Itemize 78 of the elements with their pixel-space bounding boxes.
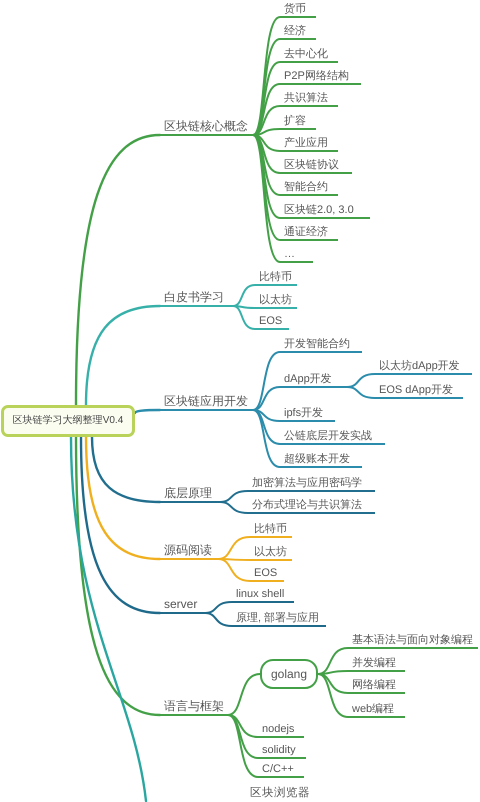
branch-line [252, 83, 281, 136]
subtopic: 以太坊 [250, 545, 292, 561]
branch-line [252, 134, 281, 263]
branch-line [252, 351, 281, 411]
root-topic-box: 区块链学习大纲整理V0.4 [1, 405, 135, 437]
subtopic: EOS [250, 566, 284, 582]
branch-line [252, 38, 281, 136]
subtopic: 并发编程 [348, 656, 405, 672]
subtopic: 共识算法 [280, 91, 338, 107]
branch-line [84, 304, 162, 406]
branch-line [227, 673, 261, 716]
subtopic: 比特币 [250, 522, 292, 538]
main-topic: 语言与框架 [160, 698, 228, 716]
branch-line [232, 305, 256, 309]
subtopic: 智能合约 [280, 180, 338, 196]
subtopic: nodejs [258, 722, 304, 738]
branch-line [74, 134, 162, 406]
main-topic: 底层原理 [160, 485, 220, 503]
subtopic: 原理, 部署与应用 [232, 611, 326, 627]
subtopic: 通证经济 [280, 225, 338, 241]
subtopic: P2P网络结构 [280, 69, 361, 85]
branch-line [252, 409, 281, 422]
main-topic: 区块链核心概念 [160, 118, 253, 136]
branch-line [252, 409, 281, 468]
subtopic: 以太坊 [255, 293, 297, 309]
subtopic: web编程 [348, 702, 405, 718]
subtopic: 区块链2.0, 3.0 [280, 203, 370, 219]
branch-line [346, 386, 376, 399]
branch-line [217, 558, 251, 582]
branch-line [317, 673, 349, 718]
branch-line [74, 436, 162, 716]
branch-line [252, 61, 281, 136]
branch-line [204, 612, 233, 627]
branch-line [252, 386, 281, 411]
branch-line [80, 436, 162, 614]
subtopic: ipfs开发 [280, 406, 335, 422]
subtopic: C/C++ [258, 762, 304, 778]
branch-line [252, 409, 281, 445]
main-topic: 区块链应用开发 [160, 393, 253, 411]
subtopic: 货币 [280, 2, 316, 18]
subtopic: linux shell [232, 587, 294, 603]
subtopic: 超级账本开发 [280, 452, 362, 468]
subtopic: 比特币 [255, 270, 297, 286]
subtopic: 开发智能合约 [280, 337, 362, 353]
subtopic: dApp开发 [280, 372, 347, 388]
subtopic: 去中心化 [280, 47, 338, 63]
topic-label: 区块浏览器 [250, 786, 310, 800]
branch-line [252, 134, 281, 219]
branch-line [90, 436, 162, 504]
subtopic: 区块链协议 [280, 158, 352, 174]
branch-line [219, 501, 249, 514]
branch-line [317, 673, 349, 694]
subtopic: 分布式理论与共识算法 [248, 498, 375, 514]
subtopic: 公链底层开发实战 [280, 429, 385, 445]
branch-line [232, 305, 256, 330]
subtopic: 加密算法与应用密码学 [248, 476, 375, 492]
main-topic: 白皮书学习 [160, 289, 233, 307]
subtopic: 产业应用 [280, 136, 338, 152]
branch-line [227, 714, 259, 738]
subtopic: … [280, 247, 313, 263]
subtopic: 经济 [280, 24, 316, 40]
topic-pill: golang [260, 659, 318, 689]
branch-line [232, 284, 256, 307]
branch-line [84, 436, 162, 560]
branch-line [70, 436, 148, 802]
branch-line [134, 408, 162, 414]
subtopic: EOS [255, 314, 289, 330]
branch-line [317, 647, 349, 675]
subtopic: 基本语法与面向对象编程 [348, 633, 478, 649]
subtopic: 网络编程 [348, 678, 405, 694]
main-topic: 源码阅读 [160, 542, 218, 560]
main-topic: server [160, 596, 205, 614]
subtopic: solidity [258, 743, 306, 759]
branch-line [252, 16, 281, 136]
subtopic: EOS dApp开发 [375, 383, 463, 399]
subtopic: 以太坊dApp开发 [375, 359, 472, 375]
subtopic: 扩容 [280, 114, 316, 130]
branch-line [227, 714, 259, 778]
